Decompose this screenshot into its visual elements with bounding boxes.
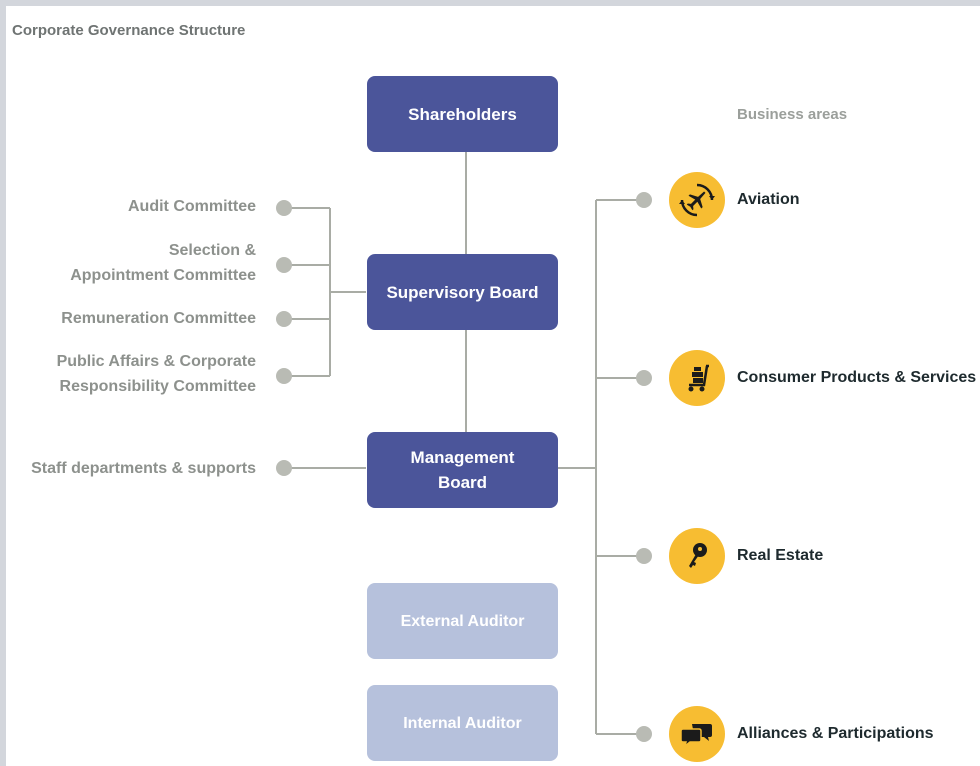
shareholders-box: Shareholders [367, 76, 558, 152]
shopping-cart-icon [669, 350, 725, 406]
committee-selection: Selection & Appointment Committee [70, 238, 256, 288]
committee-remuneration-label: Remuneration Committee [61, 310, 256, 327]
airplane-icon [669, 172, 725, 228]
external-auditor-box: External Auditor [367, 583, 558, 659]
committee-selection-label-line1: Selection & [168, 242, 256, 259]
committee-public-affairs-dot [276, 368, 292, 384]
consumer-products-label: Consumer Products & Services [737, 369, 977, 386]
business-areas-heading: Business areas [737, 106, 848, 123]
aviation-label: Aviation [737, 191, 800, 208]
key-icon [669, 528, 725, 584]
alliances-label: Alliances & Participations [737, 725, 934, 742]
committee-audit-label: Audit Committee [128, 198, 256, 215]
committee-public-affairs-label-line1: Public Affairs & Corporate [56, 353, 256, 370]
committee-selection-label-line2: Appointment Committee [70, 267, 256, 284]
committee-audit-dot [276, 200, 292, 216]
committee-public-affairs-label-line2: Responsibility Committee [59, 378, 256, 395]
diagram-canvas: Corporate Governance Structure Sharehol [6, 6, 980, 766]
staff-departments-dot [276, 460, 292, 476]
alliances-dot [636, 726, 652, 742]
internal-auditor-label: Internal Auditor [403, 714, 522, 732]
staff-departments: Staff departments & supports [31, 456, 256, 481]
supervisory-board-box: Supervisory Board [367, 254, 558, 330]
consumer-products-dot [636, 370, 652, 386]
aviation-dot [636, 192, 652, 208]
management-board-box: Management Board [367, 432, 558, 508]
committee-remuneration: Remuneration Committee [61, 306, 256, 331]
page-title: Corporate Governance Structure [12, 22, 246, 39]
real-estate-dot [636, 548, 652, 564]
management-board-label-line2: Board [437, 473, 488, 492]
shareholders-label: Shareholders [408, 104, 517, 124]
committee-audit: Audit Committee [128, 194, 256, 219]
management-board-label-line1: Management [410, 448, 515, 467]
supervisory-board-label: Supervisory Board [386, 282, 539, 302]
speech-bubbles-icon [669, 706, 725, 762]
staff-departments-label: Staff departments & supports [31, 460, 256, 477]
internal-auditor-box: Internal Auditor [367, 685, 558, 761]
committee-public-affairs: Public Affairs & Corporate Responsibilit… [57, 349, 256, 399]
real-estate-label: Real Estate [737, 547, 824, 564]
external-auditor-label: External Auditor [400, 612, 525, 630]
committee-selection-dot [276, 257, 292, 273]
committee-remuneration-dot [276, 311, 292, 327]
